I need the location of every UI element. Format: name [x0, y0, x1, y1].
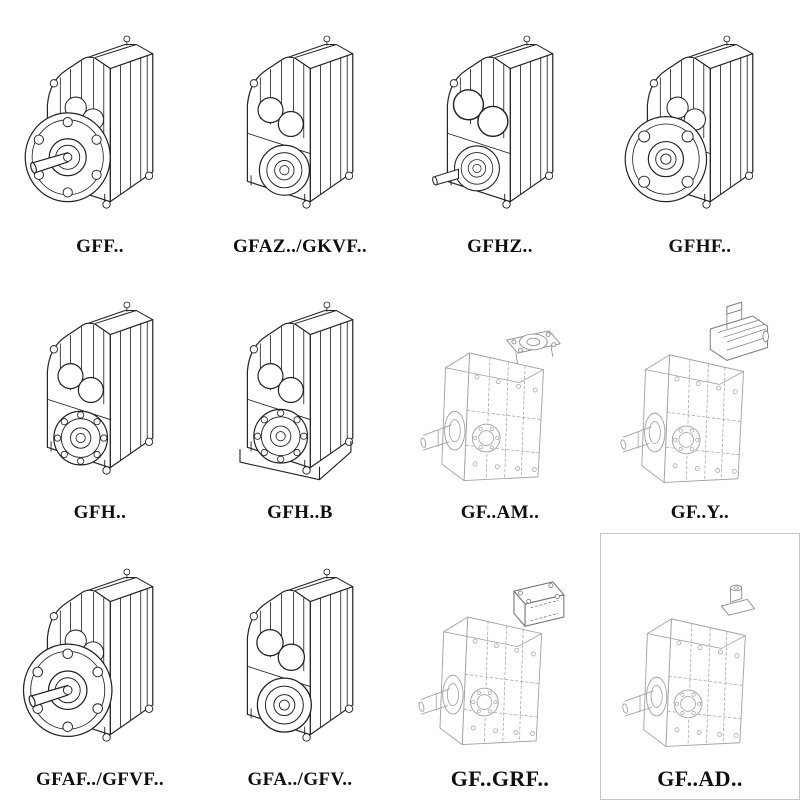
catalog-cell-gfa: GFA../GFV..	[200, 533, 400, 800]
model-label: GF..GRF..	[450, 765, 550, 791]
gearbox-drawing-gfgrf	[417, 581, 565, 745]
model-label: GFH..B	[267, 502, 333, 524]
model-label: GF..AM..	[460, 502, 540, 524]
catalog-cell-gfh: GFH..	[0, 267, 200, 534]
gearbox-drawing-gfhz	[431, 35, 554, 209]
catalog-cell-gfam: GF..AM..	[400, 267, 600, 534]
catalog-cell-gfhf: GFHF..	[600, 0, 800, 267]
model-label: GF..AD..	[657, 765, 743, 791]
gearbox-drawing-gfad	[621, 584, 756, 747]
gearbox-drawing-gfaz	[246, 35, 354, 209]
model-label: GFAZ../GKVF..	[233, 235, 367, 257]
model-label: GFF..	[76, 235, 124, 257]
gearbox-drawing-gfaf	[22, 568, 154, 742]
catalog-cell-gfgrf: GF..GRF..	[400, 533, 600, 800]
model-label: GFAF../GFVF..	[35, 769, 164, 791]
gearbox-drawing-gfhb	[239, 301, 354, 481]
catalog-cell-gff: GFF..	[0, 0, 200, 267]
catalog-cell-gfhz: GFHZ..	[400, 0, 600, 267]
catalog-cell-gfy: GF..Y..	[600, 267, 800, 534]
catalog-cell-gfaf: GFAF../GFVF..	[0, 533, 200, 800]
gearbox-drawing-gfy	[619, 302, 769, 484]
catalog-cell-gfad: GF..AD..	[600, 533, 800, 800]
gearbox-drawing-gfhf	[624, 35, 754, 209]
gearbox-drawing-gff	[24, 35, 154, 209]
catalog-cell-gfhb: GFH..B	[200, 267, 400, 534]
model-label: GFA../GFV..	[247, 769, 353, 791]
catalog-cell-gfaz: GFAZ../GKVF..	[200, 0, 400, 267]
model-label: GFH..	[73, 502, 127, 524]
gearbox-drawing-gfam	[419, 330, 561, 482]
gearbox-drawing-gfh	[46, 301, 154, 476]
model-label: GFHZ..	[467, 235, 533, 257]
model-label: GF..Y..	[670, 502, 730, 524]
model-label: GFHF..	[668, 235, 732, 257]
gearbox-drawing-gfa	[246, 568, 354, 742]
